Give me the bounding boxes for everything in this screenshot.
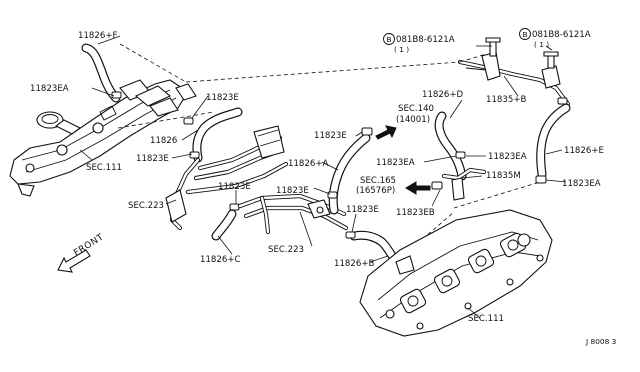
- hose-11826: [183, 107, 243, 163]
- bolt-marker-1: B: [383, 33, 395, 45]
- label-11826-a: 11826+A: [288, 159, 329, 169]
- label-11826: 11826: [150, 136, 177, 146]
- label-11823e-5: 11823E: [346, 205, 379, 215]
- sec165-arrow: [405, 181, 431, 195]
- label-bolt-1: 081B8-6121A: [396, 35, 455, 45]
- hose-11826-e: [535, 97, 571, 184]
- bolt-marker-2: B: [519, 28, 531, 40]
- label-11826-f: 11826+F: [78, 31, 118, 41]
- label-bolt-1-qty: ( 1 ): [394, 45, 409, 54]
- label-16576p: (16576P): [356, 186, 395, 196]
- label-sec223-center: SEC.223: [268, 245, 304, 255]
- label-11823e-3: 11823E: [218, 182, 251, 192]
- label-11823e-6: 11823E: [314, 131, 347, 141]
- front-arrow: [57, 249, 91, 273]
- label-11835-b: 11835+B: [486, 95, 527, 105]
- bolt-b-mark-1: B: [387, 35, 392, 44]
- connector-11835m: [431, 167, 487, 201]
- tube-assembly-left: [165, 125, 289, 231]
- label-11823ea-3: 11823EA: [488, 152, 527, 162]
- pipe-11835-b: [457, 37, 571, 107]
- label-sec140: SEC.140: [398, 104, 434, 114]
- label-11823eb: 11823EB: [396, 208, 435, 218]
- sec140-arrow: [375, 125, 397, 140]
- hose-11826-d: [434, 111, 467, 181]
- label-bolt-2-qty: ( 1 ): [534, 40, 549, 49]
- hose-11826-c: [211, 203, 240, 241]
- label-sec165: SEC.165: [360, 176, 396, 186]
- hose-11826-b: [345, 230, 401, 267]
- label-11823e-1: 11823E: [206, 93, 239, 103]
- label-14001: (14001): [396, 115, 430, 125]
- label-sec111-right: SEC.111: [468, 314, 504, 324]
- bolt-b-mark-2: B: [523, 30, 528, 39]
- label-11823e-4: 11823E: [276, 186, 309, 196]
- leader-lines: [79, 35, 567, 319]
- label-11826-b: 11826+B: [334, 259, 375, 269]
- label-bolt-2: 081B8-6121A: [532, 30, 591, 40]
- label-sec223-left: SEC.223: [128, 201, 164, 211]
- label-11823ea-1: 11823EA: [30, 84, 69, 94]
- hose-11826-a: [327, 127, 373, 215]
- label-sec111-left: SEC.111: [86, 163, 122, 173]
- right-rocker-cover: [359, 209, 553, 337]
- label-diagram-code: J 8008 3: [585, 337, 617, 346]
- label-11826-d: 11826+D: [422, 90, 464, 100]
- left-intake-collector: [9, 79, 197, 197]
- label-11835m: 11835M: [486, 171, 521, 181]
- label-11823ea-2: 11823EA: [376, 158, 415, 168]
- label-11823ea-4: 11823EA: [562, 179, 601, 189]
- label-11823e-2: 11823E: [136, 154, 169, 164]
- label-11826-c: 11826+C: [200, 255, 241, 265]
- hose-11826-f: [81, 43, 122, 103]
- label-11826-e: 11826+E: [564, 146, 604, 156]
